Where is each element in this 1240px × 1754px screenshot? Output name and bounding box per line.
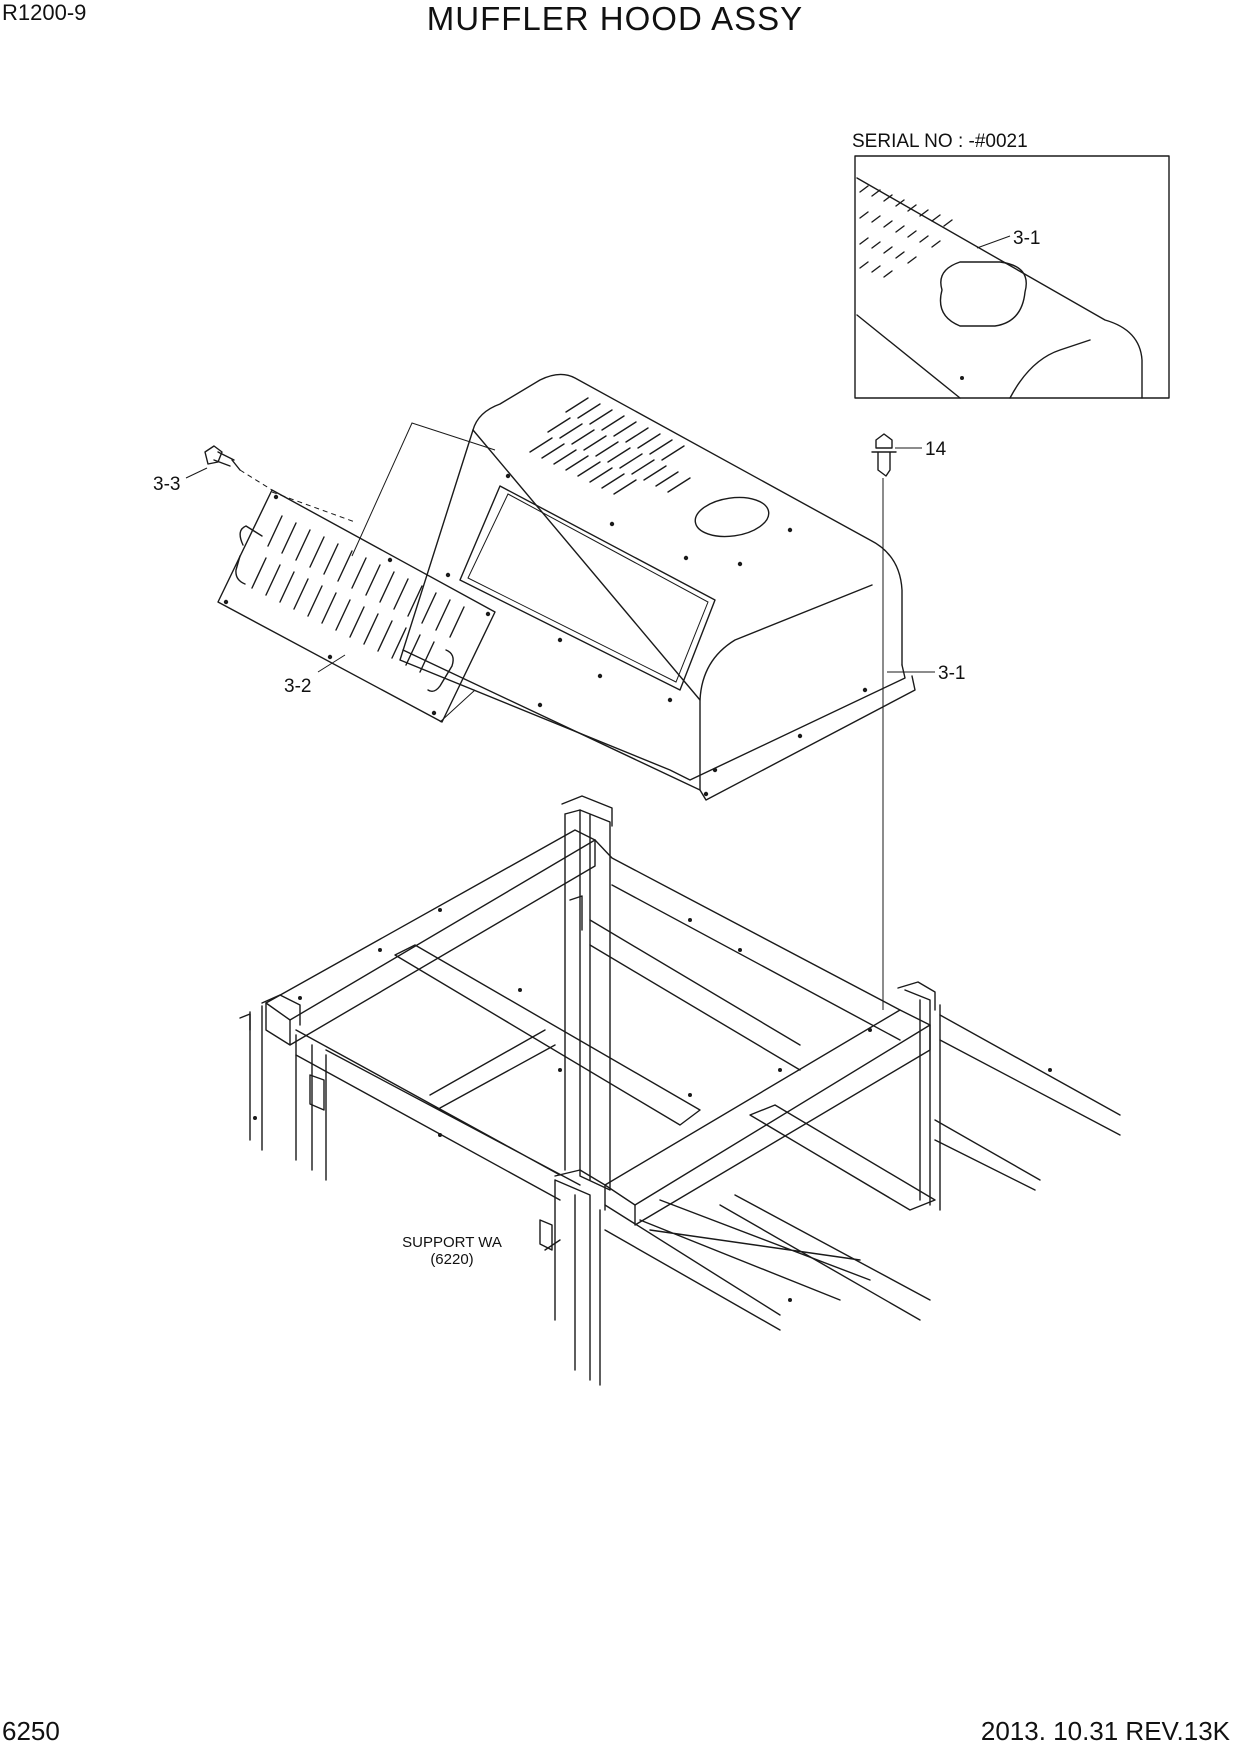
frame-inner-short-bar: [429, 1029, 556, 1109]
inset-hood-corner: [1009, 339, 1091, 399]
inset-callout-3-1: 3-1: [1013, 228, 1040, 249]
frame-front-corner-post: [554, 1179, 601, 1386]
bolt-3-3-guide: [239, 469, 273, 491]
frame-rear-inner-bar: [589, 919, 801, 1071]
page-title: MUFFLER HOOD ASSY: [426, 0, 804, 37]
cover-plate-callout-3-2: 3-2: [284, 676, 311, 697]
frame-rear-right-beam: [594, 839, 901, 1041]
frame-left-corner-post: [249, 1005, 263, 1151]
bolt-3-3-head: [204, 445, 223, 465]
cover-plate-right-handle: [427, 649, 454, 693]
frame-rear-post-detail: [564, 809, 591, 1181]
frame-right-post: [904, 989, 941, 1211]
inset-detail: SERIAL NO : -#0021 3-1: [852, 131, 1170, 399]
bolt-14: 14: [871, 433, 947, 1010]
inset-round-hole: [939, 261, 1027, 327]
revision-date: 2013. 10.31 REV.13K: [980, 1716, 1230, 1746]
frame-rear-post-cap: [561, 795, 613, 827]
inset-leader: [976, 235, 1011, 249]
frame-rear-left-beam: [265, 829, 596, 1021]
cover-plate-dashed-guide: [271, 491, 356, 523]
frame-rear-left-beam-face: [265, 839, 596, 1046]
bolt-14-shank: [871, 451, 897, 477]
hood-bolt-holes: [445, 473, 868, 797]
hood-top-outline: [472, 373, 903, 666]
frame-front-post-cap: [554, 1169, 606, 1211]
cover-plate-left-handle: [235, 525, 263, 585]
frame-tabs: [239, 895, 583, 1031]
frame-left-front-post: [295, 1034, 327, 1181]
reference-name: SUPPORT WA: [402, 1234, 502, 1251]
frame-right-post-cap: [897, 981, 936, 1011]
model-number: R1200-9: [2, 0, 87, 25]
cover-plate-leader: [317, 654, 346, 673]
frame-right-rails: [934, 1014, 1121, 1191]
hood-callout-3-1: 3-1: [938, 663, 965, 684]
inset-hood-lower-edge: [856, 314, 961, 399]
bolt-3-3: 3-3: [153, 445, 273, 495]
hood-louvers: [529, 397, 691, 495]
frame-bolt-holes: [253, 908, 1052, 1302]
cover-plate-slots: [251, 515, 465, 673]
bolt-3-3-leader: [185, 467, 208, 479]
bolt-3-3-shank: [213, 451, 241, 471]
louver-cover-plate: 3-2: [217, 422, 496, 723]
inset-louvers: [859, 185, 953, 278]
frame-brackets: [309, 1074, 561, 1251]
frame-left-post-cap: [261, 994, 301, 1026]
hood-front-skirt: [399, 429, 906, 781]
hood-flange: [402, 649, 916, 801]
bolt-callout-14: 14: [925, 439, 947, 460]
frame-front-left-beam: [295, 1029, 581, 1201]
cover-plate-outline: [217, 489, 496, 723]
frame-right-crossbar: [749, 1104, 936, 1211]
hood-front-corner: [699, 584, 873, 791]
inset-frame: [854, 155, 1170, 399]
inset-caption: SERIAL NO : -#0021: [852, 131, 1028, 152]
frame-rear-corner-post: [579, 809, 611, 1191]
frame-inner-crossbar: [394, 944, 701, 1126]
muffler-hood: 3-1: [399, 373, 965, 801]
frame-front-rails: [604, 1199, 871, 1331]
frame-front-rails-2: [719, 1194, 931, 1321]
hood-muffler-hole: [694, 496, 770, 538]
bolt-callout-3-3: 3-3: [153, 474, 180, 495]
cover-plate-alignment-lines: [351, 422, 496, 723]
reference-page: (6220): [430, 1251, 473, 1268]
page-number: 6250: [2, 1716, 60, 1746]
cover-plate-holes: [223, 494, 491, 716]
support-frame: SUPPORT WA (6220): [239, 795, 1121, 1386]
hood-front-fold: [472, 429, 701, 701]
inset-hood-edge: [856, 177, 1143, 399]
bolt-14-head: [875, 433, 893, 449]
hood-side-opening: [459, 485, 716, 691]
